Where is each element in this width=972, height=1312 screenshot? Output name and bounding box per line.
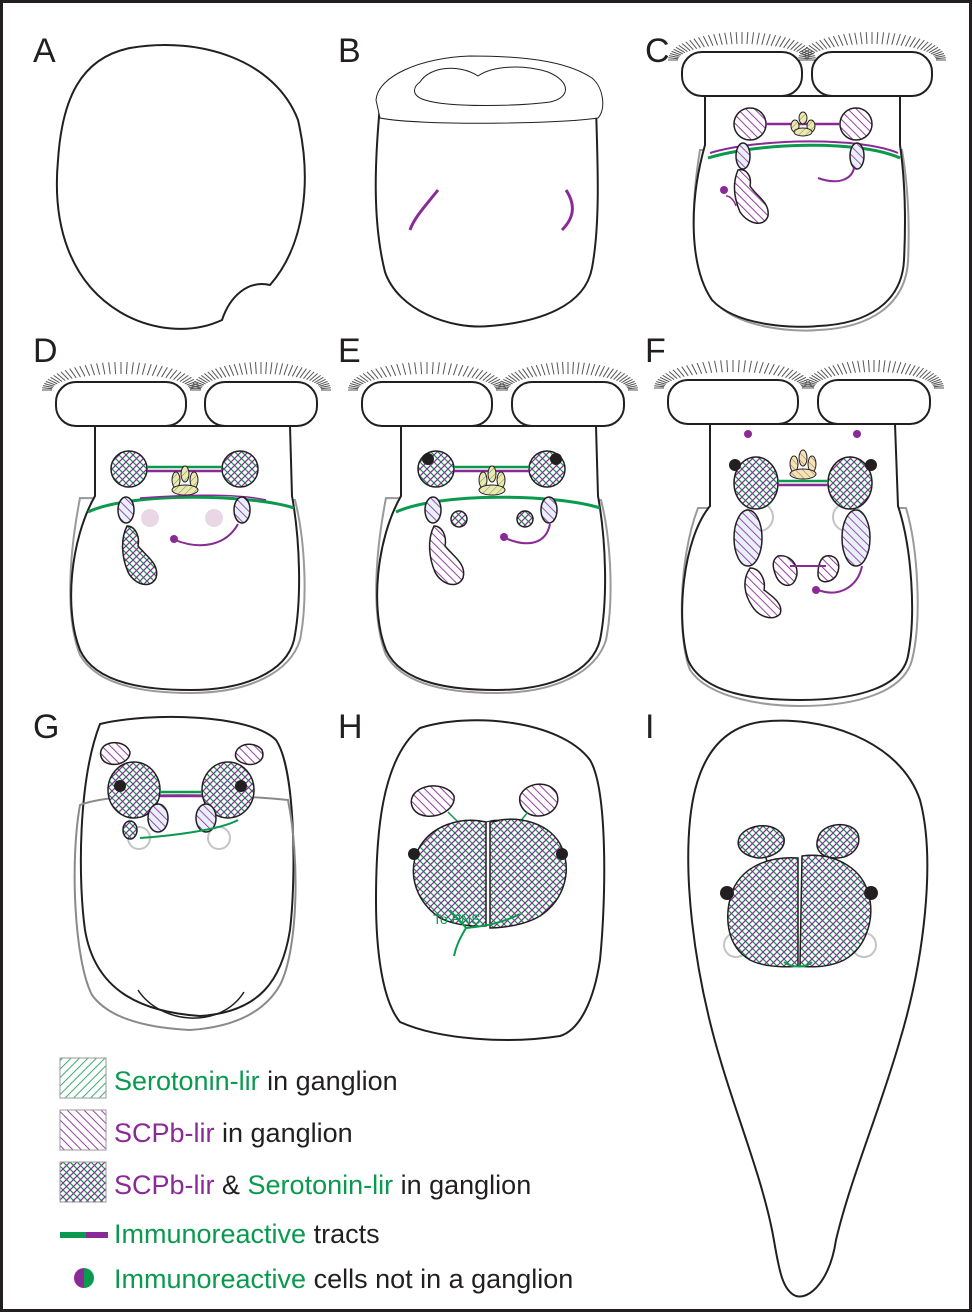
panel-label-h: H [338, 708, 363, 746]
panel-label-b: B [338, 32, 361, 70]
pns-label: To PNS [433, 911, 480, 927]
purple-cell [170, 535, 178, 543]
pleural-ganglion-right [234, 497, 250, 523]
legend-text-tracts: Immunoreactive tracts [114, 1219, 380, 1249]
purple-cell-left [744, 430, 752, 438]
pleural-ganglion-left [425, 497, 441, 523]
purple-cell [720, 186, 728, 194]
legend-text-part: Immunoreactive [114, 1219, 306, 1249]
legend-text-part: in ganglion [393, 1170, 531, 1200]
faint-cell-left [141, 509, 159, 527]
panel-c: C [645, 32, 946, 331]
black-cell-left [114, 780, 126, 792]
velar-lobe-left [668, 380, 798, 424]
legend-swatch-scpb [60, 1110, 106, 1150]
pleural-ganglion-left [734, 510, 762, 566]
tentacle-ganglion-right [235, 744, 262, 764]
larva-body [376, 105, 598, 327]
velar-lobe-left [362, 382, 492, 426]
black-cell-right [865, 459, 877, 471]
panel-label-f: F [645, 332, 666, 370]
legend-swatch-both [60, 1162, 106, 1202]
cerebral-ganglion-left [734, 108, 766, 140]
panel-g: G [33, 708, 296, 1030]
panel-f: F [645, 332, 944, 706]
larva-outline [57, 45, 305, 329]
panel-label-c: C [645, 32, 670, 70]
small-ganglion-left [451, 511, 467, 527]
panel-a: A [33, 32, 305, 329]
panel-label-i: I [645, 708, 654, 746]
pleural-ganglion-left [736, 143, 750, 169]
black-cell-left [720, 886, 734, 900]
velar-lobe-right [812, 52, 932, 96]
legend-text-part: Immunoreactive [114, 1264, 306, 1294]
purple-cell [812, 586, 820, 594]
panel-label-e: E [338, 332, 361, 370]
legend: Serotonin-lir in ganglion SCPb-lir in ga… [60, 1058, 573, 1294]
panel-label-g: G [33, 708, 59, 746]
legend-swatch-serotonin [60, 1058, 106, 1098]
black-cell-right [864, 886, 878, 900]
tentacle-ganglion-left [101, 743, 130, 765]
black-cell-left [729, 459, 741, 471]
black-cell-right [235, 780, 247, 792]
black-cell-left [408, 848, 420, 860]
legend-text-part: Serotonin-lir [114, 1066, 260, 1096]
apical-depression [415, 67, 566, 105]
velar-lobe-right [818, 380, 930, 424]
panel-h: H To PNS [338, 708, 604, 1040]
pedal-ganglion-left [123, 821, 137, 839]
black-cell-right [550, 453, 562, 465]
pleural-ganglion-right [541, 497, 557, 523]
tentacle-ganglion-left [738, 826, 784, 858]
black-cell-right [556, 848, 568, 860]
velar-lobe-left [56, 382, 186, 426]
cerebral-ganglion-left [111, 451, 147, 487]
tentacle-ganglion-right [817, 825, 859, 858]
panel-i: I [645, 708, 927, 1297]
panel-d: D [33, 332, 331, 693]
cerebral-ganglion-right [222, 451, 258, 487]
purple-cell-right [853, 430, 861, 438]
pleural-ganglion-right [850, 143, 864, 169]
legend-text-part: in ganglion [215, 1118, 353, 1148]
legend-text-serotonin: Serotonin-lir in ganglion [114, 1066, 398, 1096]
pleural-ganglion-left [118, 497, 134, 523]
legend-text-scpb: SCPb-lir in ganglion [114, 1118, 353, 1148]
pleural-ganglion-right [842, 510, 870, 566]
legend-text-part: cells not in a ganglion [306, 1264, 573, 1294]
panel-b: B [338, 32, 603, 327]
legend-swatch-cell-green [84, 1268, 94, 1288]
faint-cell-right [205, 509, 223, 527]
cerebral-ganglion-right [840, 108, 872, 140]
velar-lobe-right [512, 382, 624, 426]
pleural-ganglion-left [148, 804, 168, 832]
larva-body [377, 426, 605, 690]
legend-swatch-cell-purple [74, 1268, 84, 1288]
tentacle-ganglion-right [520, 784, 558, 816]
velar-lobe-right [205, 382, 317, 426]
panel-label-a: A [33, 32, 56, 70]
panel-label-d: D [33, 332, 58, 370]
legend-text-both: SCPb-lir & Serotonin-lir in ganglion [114, 1170, 531, 1200]
legend-text-cells: Immunoreactive cells not in a ganglion [114, 1264, 573, 1294]
small-ganglion-right [517, 511, 533, 527]
velar-lobe-left [682, 52, 802, 96]
legend-text-part: in ganglion [260, 1066, 398, 1096]
purple-cell [500, 533, 508, 541]
black-cell-left [422, 453, 434, 465]
legend-text-part: SCPb-lir [114, 1170, 215, 1200]
legend-text-part: SCPb-lir [114, 1118, 215, 1148]
larva-body [688, 721, 927, 1297]
legend-text-part: tracts [306, 1219, 380, 1249]
legend-text-part: & [215, 1170, 248, 1200]
panel-e: E [338, 332, 638, 693]
legend-text-part: Serotonin-lir [248, 1170, 394, 1200]
